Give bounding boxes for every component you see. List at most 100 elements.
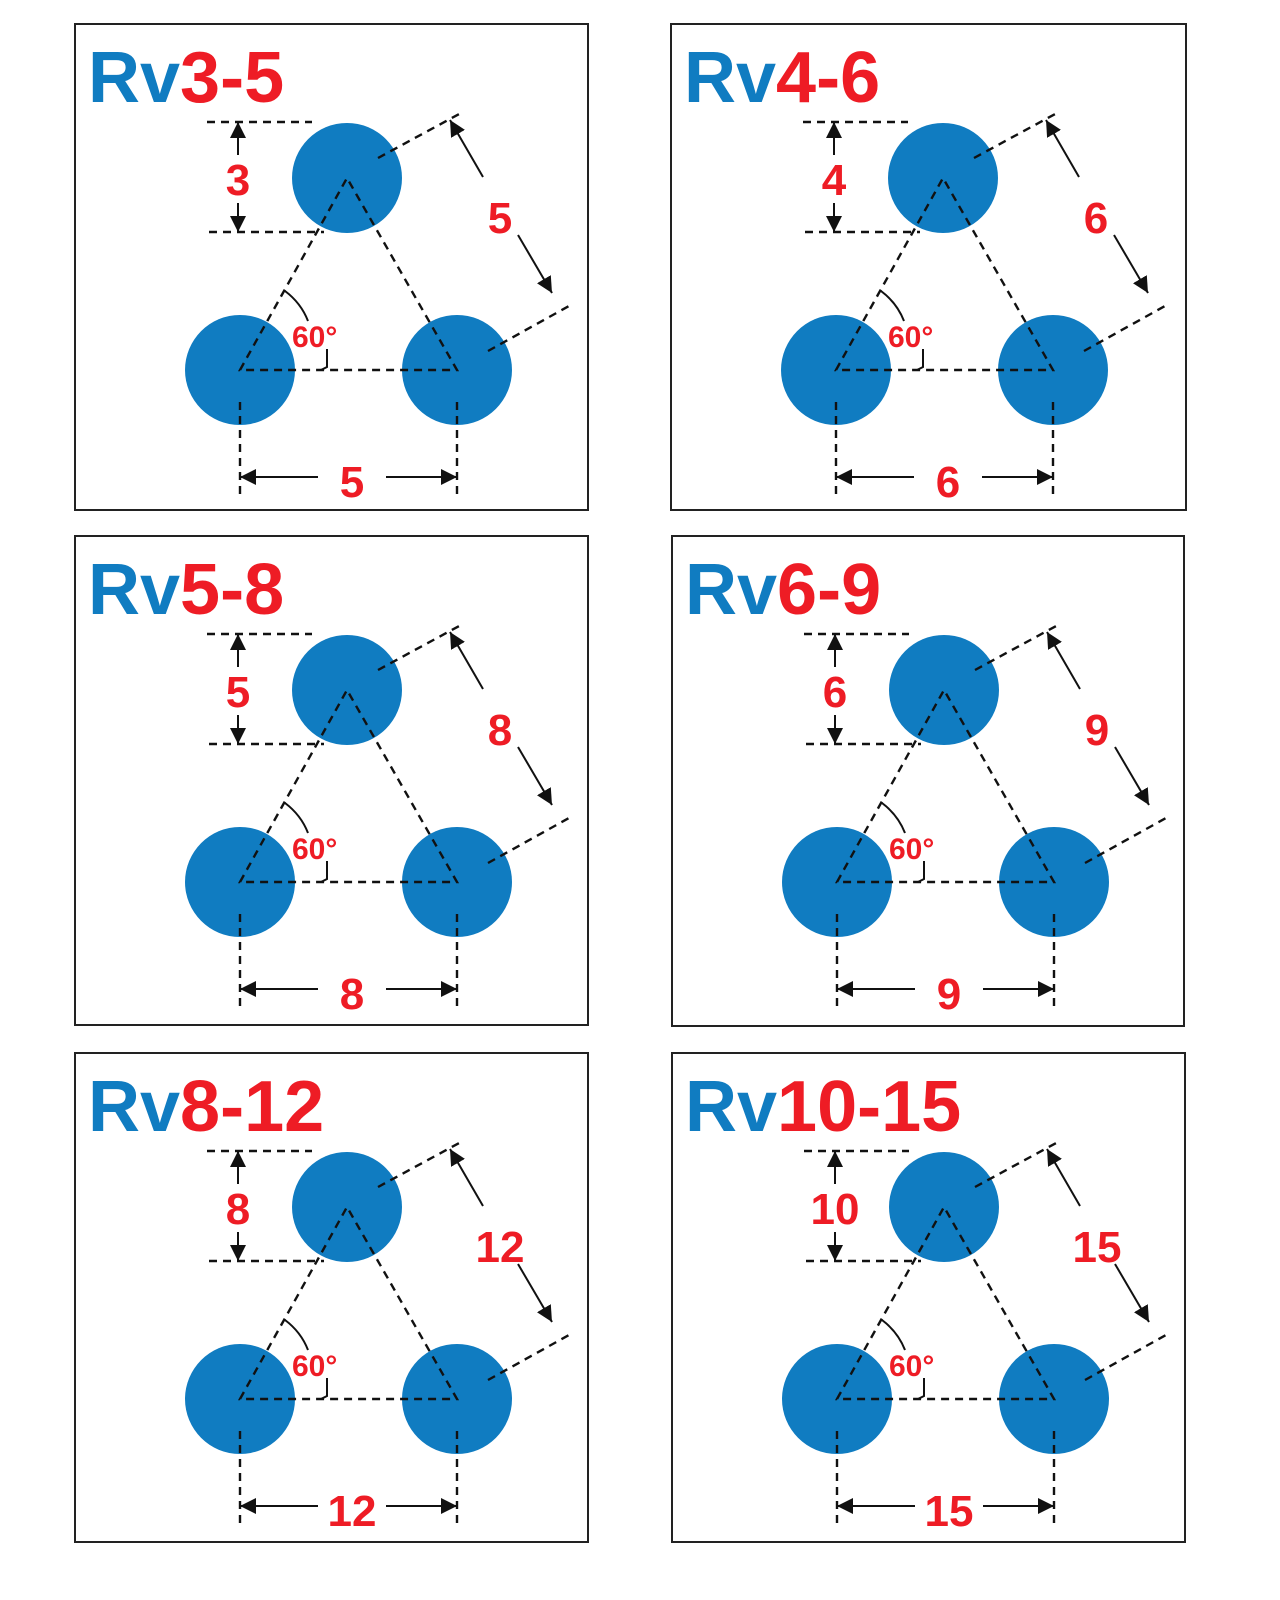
model-title: Rv3-5 — [88, 38, 284, 118]
circle-top — [292, 1152, 402, 1262]
angle-arc-top — [881, 1319, 906, 1351]
side-extension-bottom — [487, 816, 570, 865]
angle-label: 60° — [888, 321, 933, 354]
model-prefix: Rv — [88, 550, 180, 630]
angle-arc-top — [880, 290, 905, 322]
angle-arc-bottom — [916, 349, 924, 371]
side-extension-top — [974, 1140, 1059, 1189]
height-label: 10 — [811, 1185, 860, 1234]
panel-rv8-12: Rv8-12 8 12 12 60° — [74, 1052, 589, 1543]
diagram-rv3-5: Rv3-5 3 5 5 60° — [88, 38, 570, 507]
bottom-pitch-label: 15 — [925, 1487, 974, 1536]
model-title: Rv8-12 — [88, 1067, 324, 1147]
side-extension-top — [377, 111, 462, 160]
triangle-dashed-line — [237, 1204, 460, 1401]
angle-arc-bottom — [320, 861, 328, 883]
angle-label: 60° — [292, 321, 337, 354]
model-title: Rv6-9 — [685, 550, 881, 630]
angle-label: 60° — [889, 1350, 934, 1383]
side-extension-bottom — [1084, 1333, 1167, 1382]
circle-top — [889, 1152, 999, 1262]
model-code: 6-9 — [777, 550, 881, 630]
side-pitch-label: 12 — [476, 1223, 525, 1272]
angle-label: 60° — [889, 833, 934, 866]
side-pitch-label: 5 — [488, 194, 512, 243]
angle-arc-bottom — [917, 1378, 925, 1400]
circle-top — [292, 635, 402, 745]
side-arrow-up — [1045, 119, 1080, 178]
bottom-pitch-label: 6 — [936, 458, 960, 507]
side-extension-top — [377, 623, 462, 672]
bottom-pitch-label: 8 — [340, 970, 364, 1019]
angle-arc-bottom — [917, 861, 925, 883]
side-arrow-up — [1046, 631, 1081, 690]
model-title: Rv4-6 — [684, 38, 880, 118]
angle-arc-top — [284, 802, 309, 834]
panel-rv4-6: Rv4-6 4 6 6 60° — [670, 23, 1187, 511]
triangle-dashed-line — [833, 175, 1056, 372]
diagram-rv8-12: Rv8-12 8 12 12 60° — [88, 1067, 570, 1536]
bottom-pitch-label: 12 — [328, 1487, 377, 1536]
panel-rv6-9: Rv6-9 6 9 9 60° — [671, 535, 1185, 1027]
circle-top — [888, 123, 998, 233]
height-label: 3 — [226, 156, 250, 205]
bottom-pitch-label: 9 — [937, 970, 961, 1019]
model-code: 3-5 — [180, 38, 284, 118]
diagram-rv10-15: Rv10-15 10 15 15 60° — [685, 1067, 1167, 1536]
angle-arc-top — [284, 290, 309, 322]
panel-rv10-15: Rv10-15 10 15 15 60° — [671, 1052, 1186, 1543]
circle-top — [292, 123, 402, 233]
triangle-dashed-line — [237, 175, 460, 372]
side-arrow-up — [1046, 1148, 1081, 1207]
angle-arc-bottom — [320, 1378, 328, 1400]
angle-label: 60° — [292, 1350, 337, 1383]
side-arrow-down — [517, 746, 553, 806]
model-code: 5-8 — [180, 550, 284, 630]
angle-arc-bottom — [320, 349, 328, 371]
side-arrow-down — [1113, 234, 1149, 294]
model-title: Rv5-8 — [88, 550, 284, 630]
circle-top — [889, 635, 999, 745]
panel-rv3-5: Rv3-5 3 5 5 60° — [74, 23, 589, 511]
model-prefix: Rv — [685, 550, 777, 630]
side-pitch-label: 6 — [1084, 194, 1108, 243]
height-label: 6 — [823, 668, 847, 717]
side-extension-top — [974, 623, 1059, 672]
bottom-pitch-label: 5 — [340, 458, 364, 507]
side-extension-bottom — [487, 1333, 570, 1382]
height-label: 4 — [822, 156, 847, 205]
model-code: 8-12 — [180, 1067, 324, 1147]
side-arrow-down — [1114, 1263, 1150, 1323]
side-arrow-up — [449, 631, 484, 690]
side-arrow-up — [449, 119, 484, 178]
side-extension-top — [973, 111, 1058, 160]
angle-label: 60° — [292, 833, 337, 866]
triangle-dashed-line — [834, 1204, 1057, 1401]
model-code: 4-6 — [776, 38, 880, 118]
triangle-dashed-line — [237, 687, 460, 884]
model-prefix: Rv — [685, 1067, 777, 1147]
diagram-rv5-8: Rv5-8 5 8 8 60° — [88, 550, 570, 1019]
height-label: 8 — [226, 1185, 250, 1234]
side-extension-bottom — [487, 304, 570, 353]
side-pitch-label: 9 — [1085, 706, 1109, 755]
model-prefix: Rv — [88, 1067, 180, 1147]
model-prefix: Rv — [684, 38, 776, 118]
side-pitch-label: 8 — [488, 706, 512, 755]
side-extension-bottom — [1083, 304, 1166, 353]
diagram-rv4-6: Rv4-6 4 6 6 60° — [684, 38, 1166, 507]
side-pitch-label: 15 — [1073, 1223, 1122, 1272]
model-title: Rv10-15 — [685, 1067, 961, 1147]
side-arrow-up — [449, 1148, 484, 1207]
side-extension-top — [377, 1140, 462, 1189]
side-arrow-down — [517, 1263, 553, 1323]
side-extension-bottom — [1084, 816, 1167, 865]
height-label: 5 — [226, 668, 250, 717]
model-code: 10-15 — [777, 1067, 961, 1147]
model-prefix: Rv — [88, 38, 180, 118]
angle-arc-top — [284, 1319, 309, 1351]
triangle-dashed-line — [834, 687, 1057, 884]
panel-rv5-8: Rv5-8 5 8 8 60° — [74, 535, 589, 1026]
angle-arc-top — [881, 802, 906, 834]
side-arrow-down — [517, 234, 553, 294]
